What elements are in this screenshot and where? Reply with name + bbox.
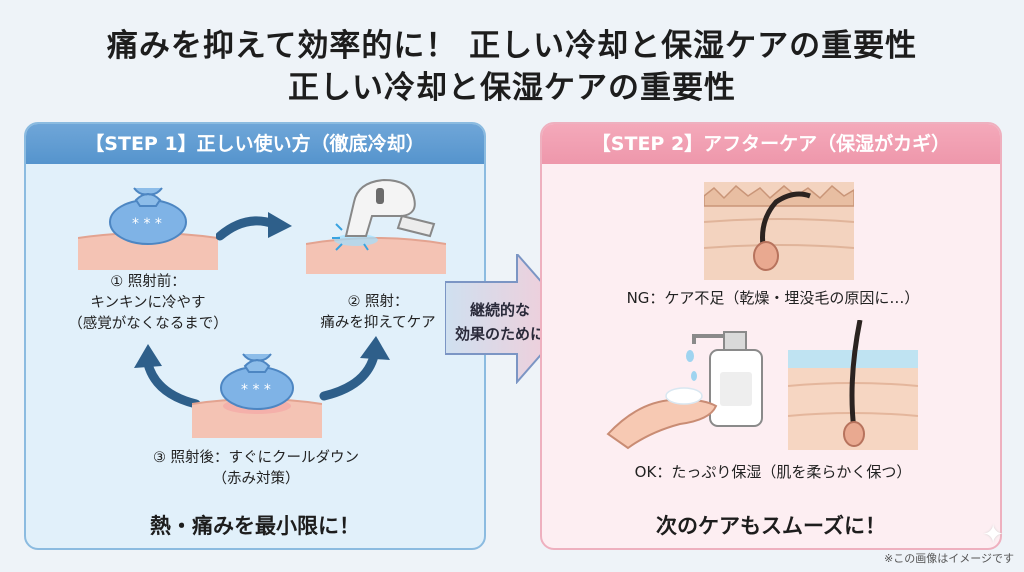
step1-panel: 【STEP 1】正しい使い方（徹底冷却） * * * ① 照射前： キンキンに冷… xyxy=(24,122,486,550)
arrow-up-left-icon xyxy=(134,344,201,409)
laser-device-icon xyxy=(306,178,446,274)
ok-label: OK：たっぷり保湿（肌を柔らかく保つ） xyxy=(634,463,912,481)
step2-panel: 【STEP 2】アフターケア（保湿がカギ） NG：ケア不足（乾燥・埋没毛の原因に… xyxy=(540,122,1002,550)
disclaimer-note: ※この画像はイメージです xyxy=(884,552,1014,565)
step1-item2-label: ② 照射： 痛みを抑えてケア xyxy=(320,294,436,331)
main-title: 痛みを抑えて効率的に！ 正しい冷却と保湿ケアの重要性 xyxy=(106,28,918,64)
step1-header: 【STEP 1】正しい使い方（徹底冷却） xyxy=(26,124,484,164)
step2-footer: 次のケアもスムーズに！ xyxy=(656,514,886,538)
svg-text:* * *: * * * xyxy=(241,382,271,398)
arrow-up-right-icon xyxy=(319,336,390,401)
ice-pack-before-icon: * * * xyxy=(78,187,218,270)
arrow-right-icon xyxy=(216,212,292,241)
sparkle-icon: ✦ xyxy=(982,520,1004,550)
step1-footer: 熱・痛みを最小限に！ xyxy=(150,514,360,538)
step1-item1-label: ① 照射前： キンキンに冷やす （感覚がなくなるまで） xyxy=(68,274,228,332)
svg-text:* * *: * * * xyxy=(132,216,162,232)
ice-pack-after-icon: * * * xyxy=(192,353,322,438)
moist-skin-icon xyxy=(788,320,918,450)
dry-skin-icon xyxy=(704,182,854,280)
step1-item3-label: ③ 照射後：すぐにクールダウン （赤み対策） xyxy=(152,450,360,487)
main-subtitle: 正しい冷却と保湿ケアの重要性 xyxy=(288,70,736,106)
lotion-hand-icon xyxy=(606,331,763,450)
step2-header: 【STEP 2】アフターケア（保湿がカギ） xyxy=(542,124,1000,164)
ng-label: NG：ケア不足（乾燥・埋没毛の原因に…） xyxy=(626,289,920,307)
connector-label: 継続的な 効果のために xyxy=(454,301,545,343)
